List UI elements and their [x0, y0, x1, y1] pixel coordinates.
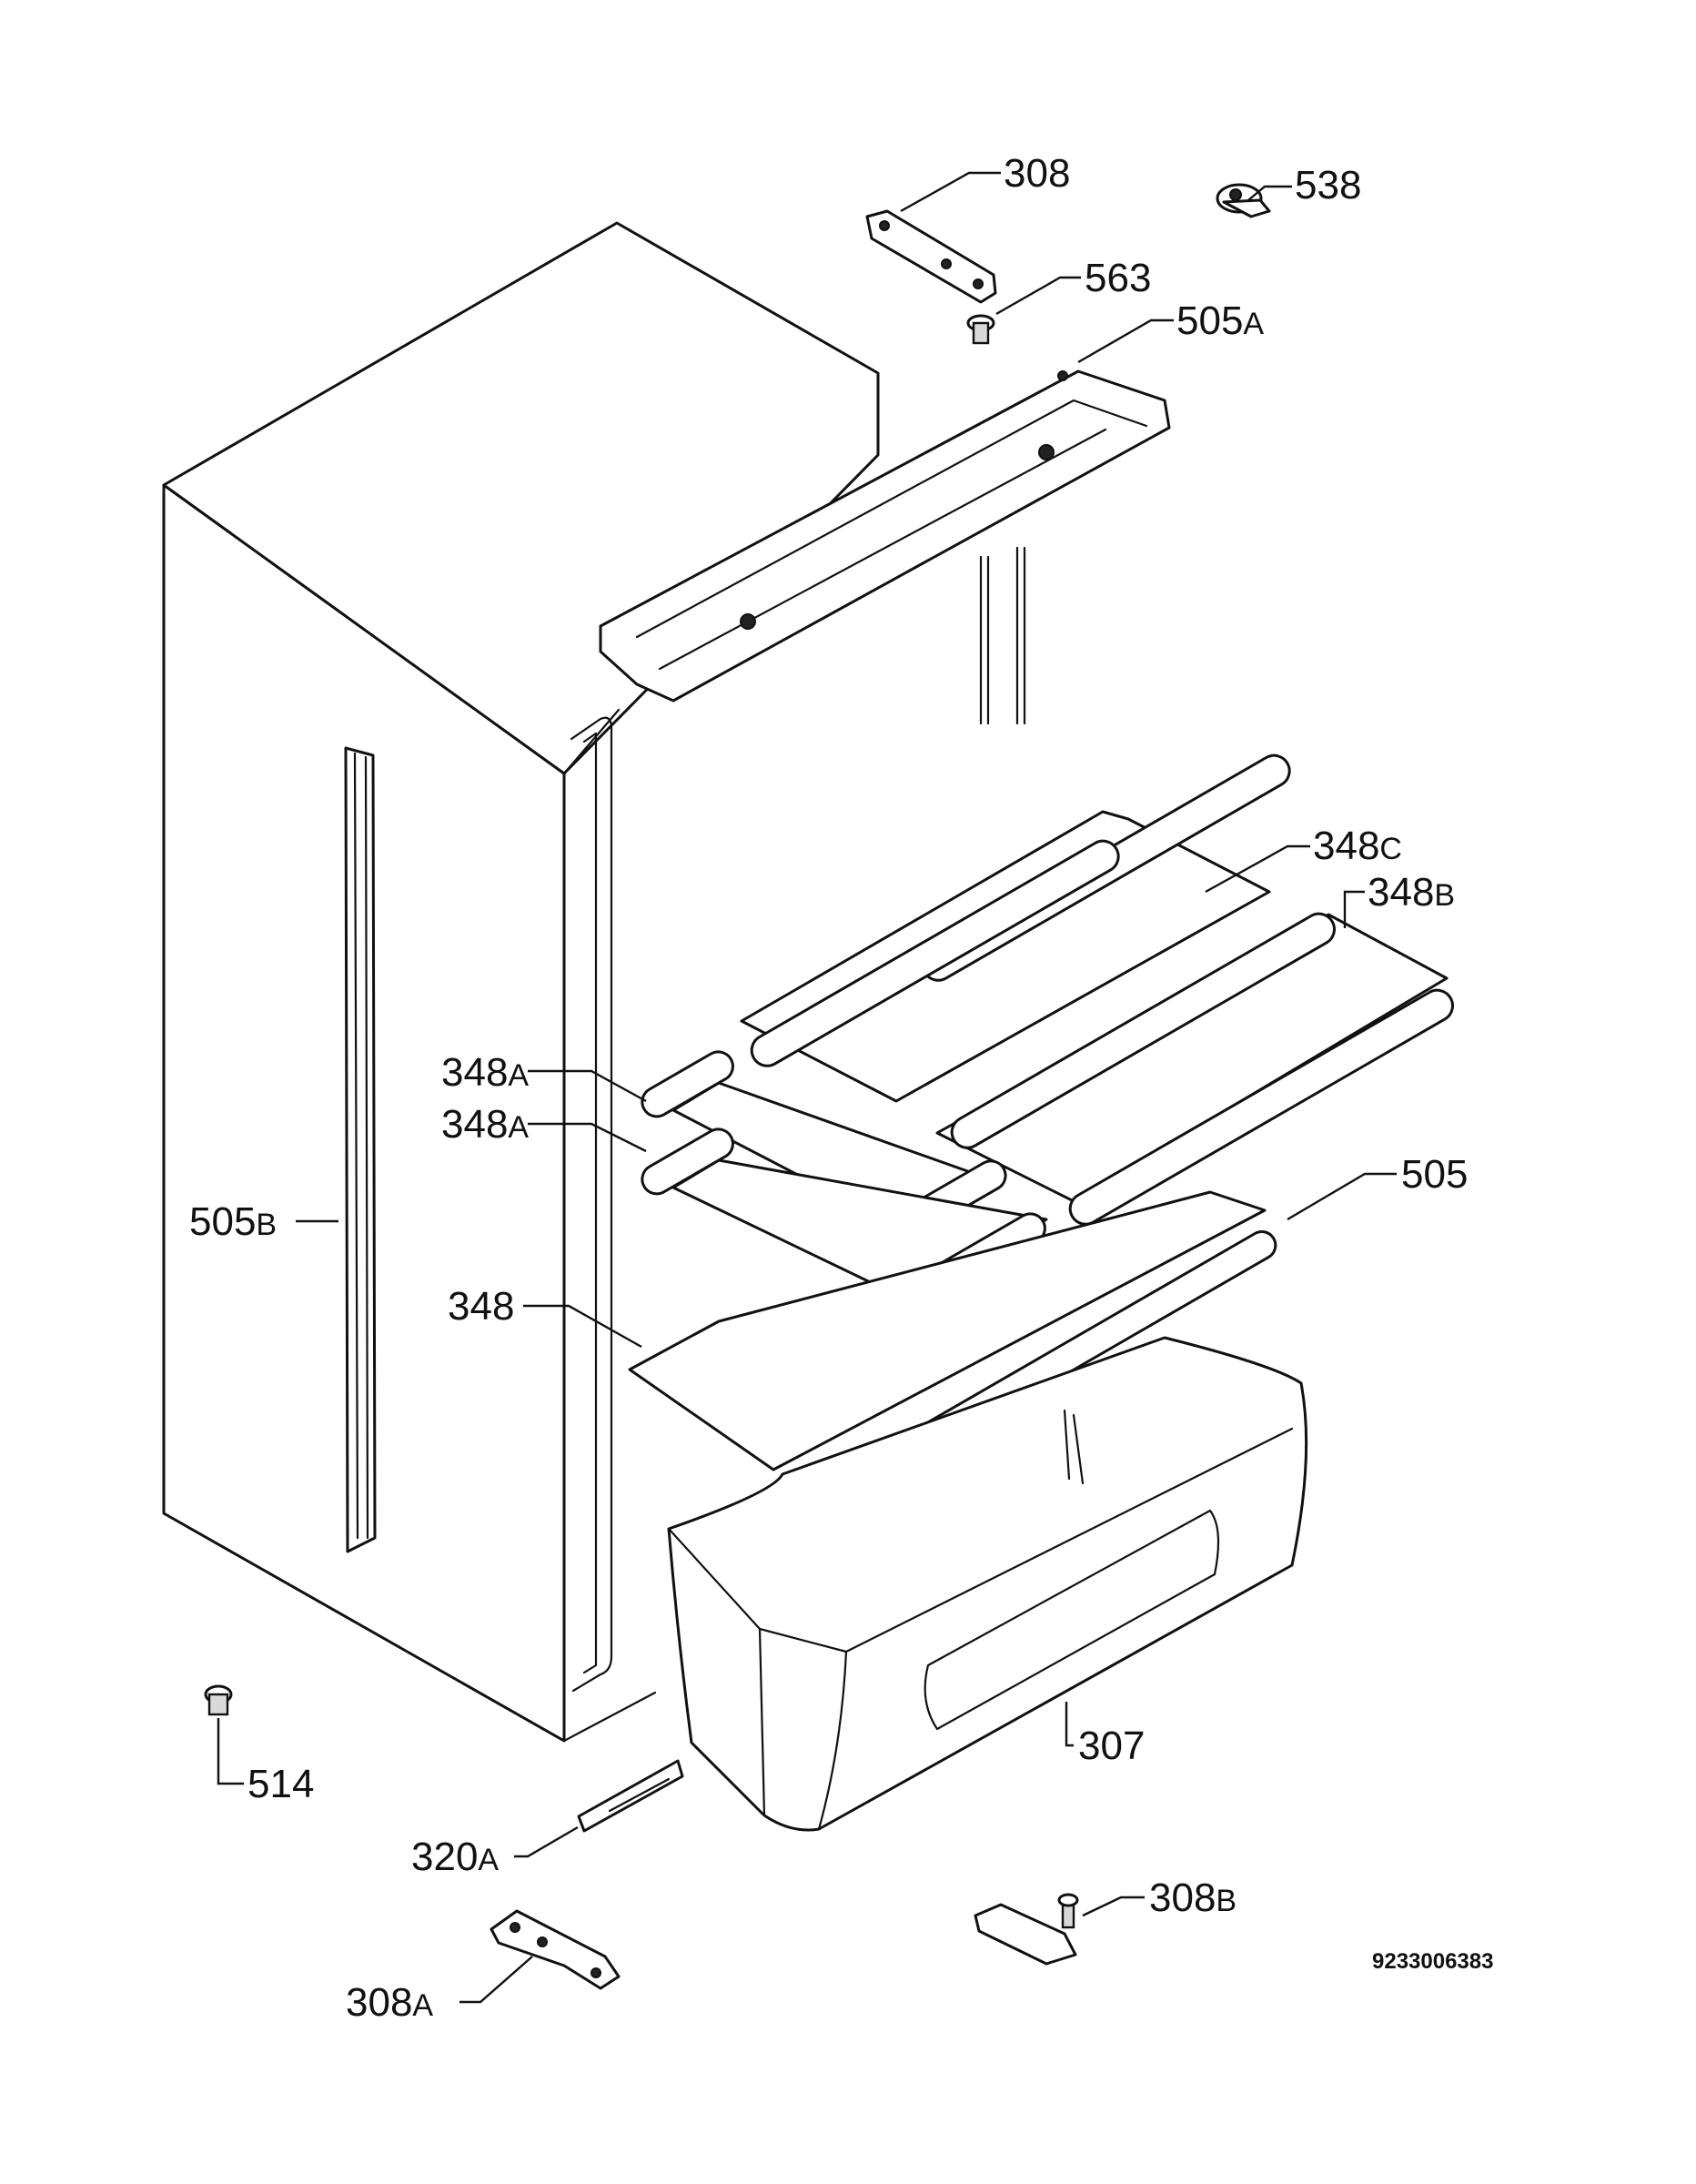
label-505b: 505B: [189, 1199, 277, 1244]
label-538: 538: [1295, 163, 1361, 207]
label-514: 514: [247, 1762, 314, 1806]
label-320a: 320A: [411, 1835, 499, 1879]
hinge-bracket-308a: [490, 1909, 621, 1990]
label-505a: 505A: [1176, 298, 1264, 343]
label-308a: 308A: [346, 1980, 433, 2025]
leader-lines: [217, 171, 1397, 2004]
label-348c: 348C: [1313, 824, 1402, 868]
foot-514: [204, 1684, 233, 1716]
label-563: 563: [1085, 256, 1151, 300]
label-348a-lower: 348A: [441, 1102, 529, 1147]
top-cover-505a: [599, 369, 1171, 703]
crisper-drawer-307: [667, 1336, 1308, 1832]
label-308b: 308B: [1149, 1876, 1237, 1920]
hinge-bracket-308: [865, 209, 997, 304]
glass-shelf-348b: [935, 912, 1454, 1226]
label-348b: 348B: [1368, 870, 1455, 915]
label-307: 307: [1078, 1724, 1145, 1768]
hinge-pin-563: [966, 314, 995, 345]
label-348: 348: [448, 1284, 514, 1329]
glass-shelf-348c: [740, 753, 1291, 1103]
label-348a-upper: 348A: [441, 1050, 529, 1095]
trim-strip-320a: [577, 1759, 684, 1833]
drawing-code: 9233006383: [1372, 1949, 1493, 1974]
hinge-bracket-308b: [974, 1893, 1079, 1966]
label-505: 505: [1401, 1152, 1468, 1197]
bushing-538: [1216, 183, 1271, 218]
side-trim-505b: [344, 746, 377, 1553]
label-308: 308: [1004, 151, 1070, 196]
